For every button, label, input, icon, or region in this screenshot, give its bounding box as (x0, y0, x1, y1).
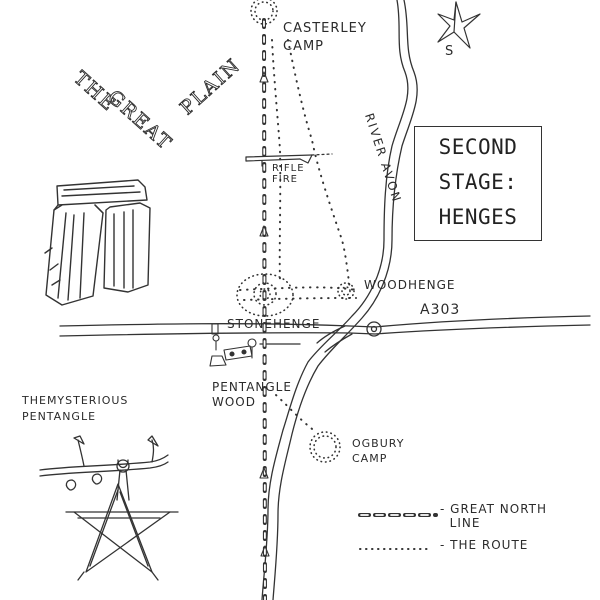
rifle-icon (245, 153, 333, 167)
rifle-fire-label: RIFLE FIRE (272, 163, 305, 185)
ogbury-camp-icon (309, 431, 341, 463)
casterley-camp-icon (250, 0, 278, 25)
stage-title-box: SECOND STAGE: HENGES (414, 126, 542, 241)
river-avon (261, 0, 418, 600)
stonehenge-trilithon-icon (44, 179, 151, 306)
casterley-camp-label: CASTERLEY CAMP (283, 21, 367, 54)
stonehenge-label: STONEHENGE (227, 317, 321, 331)
ogbury-camp-label: OGBURY CAMP (352, 437, 405, 465)
stage-line-3: HENGES (438, 205, 518, 229)
legend-route-label: - THE ROUTE (440, 538, 529, 552)
stage-line-1: SECOND (438, 135, 518, 159)
a303-label: A303 (420, 302, 461, 318)
compass-letter: S (445, 44, 455, 59)
pentangle-twig-icon (39, 435, 179, 581)
woodhenge-label: WOODHENGE (364, 278, 456, 292)
roundabout-icon (366, 321, 382, 337)
stonehenge-small-icons (209, 323, 257, 367)
legend-samples (358, 513, 438, 550)
mysterious-pentangle-label: THEMYSTERIOUS PENTANGLE (22, 394, 129, 423)
woodhenge-icon (337, 282, 355, 300)
stonehenge-earthwork-icon (236, 273, 294, 317)
line-arrows (259, 71, 270, 557)
legend-great-north-line-label: - GREAT NORTH LINE (440, 502, 548, 531)
great-north-line (262, 18, 267, 600)
a303-road (59, 315, 591, 337)
compass-star-icon (437, 1, 481, 49)
route-dotted (239, 39, 357, 433)
pentangle-wood-label: PENTANGLE WOOD (212, 380, 292, 409)
stage-line-2: STAGE: (438, 170, 518, 194)
